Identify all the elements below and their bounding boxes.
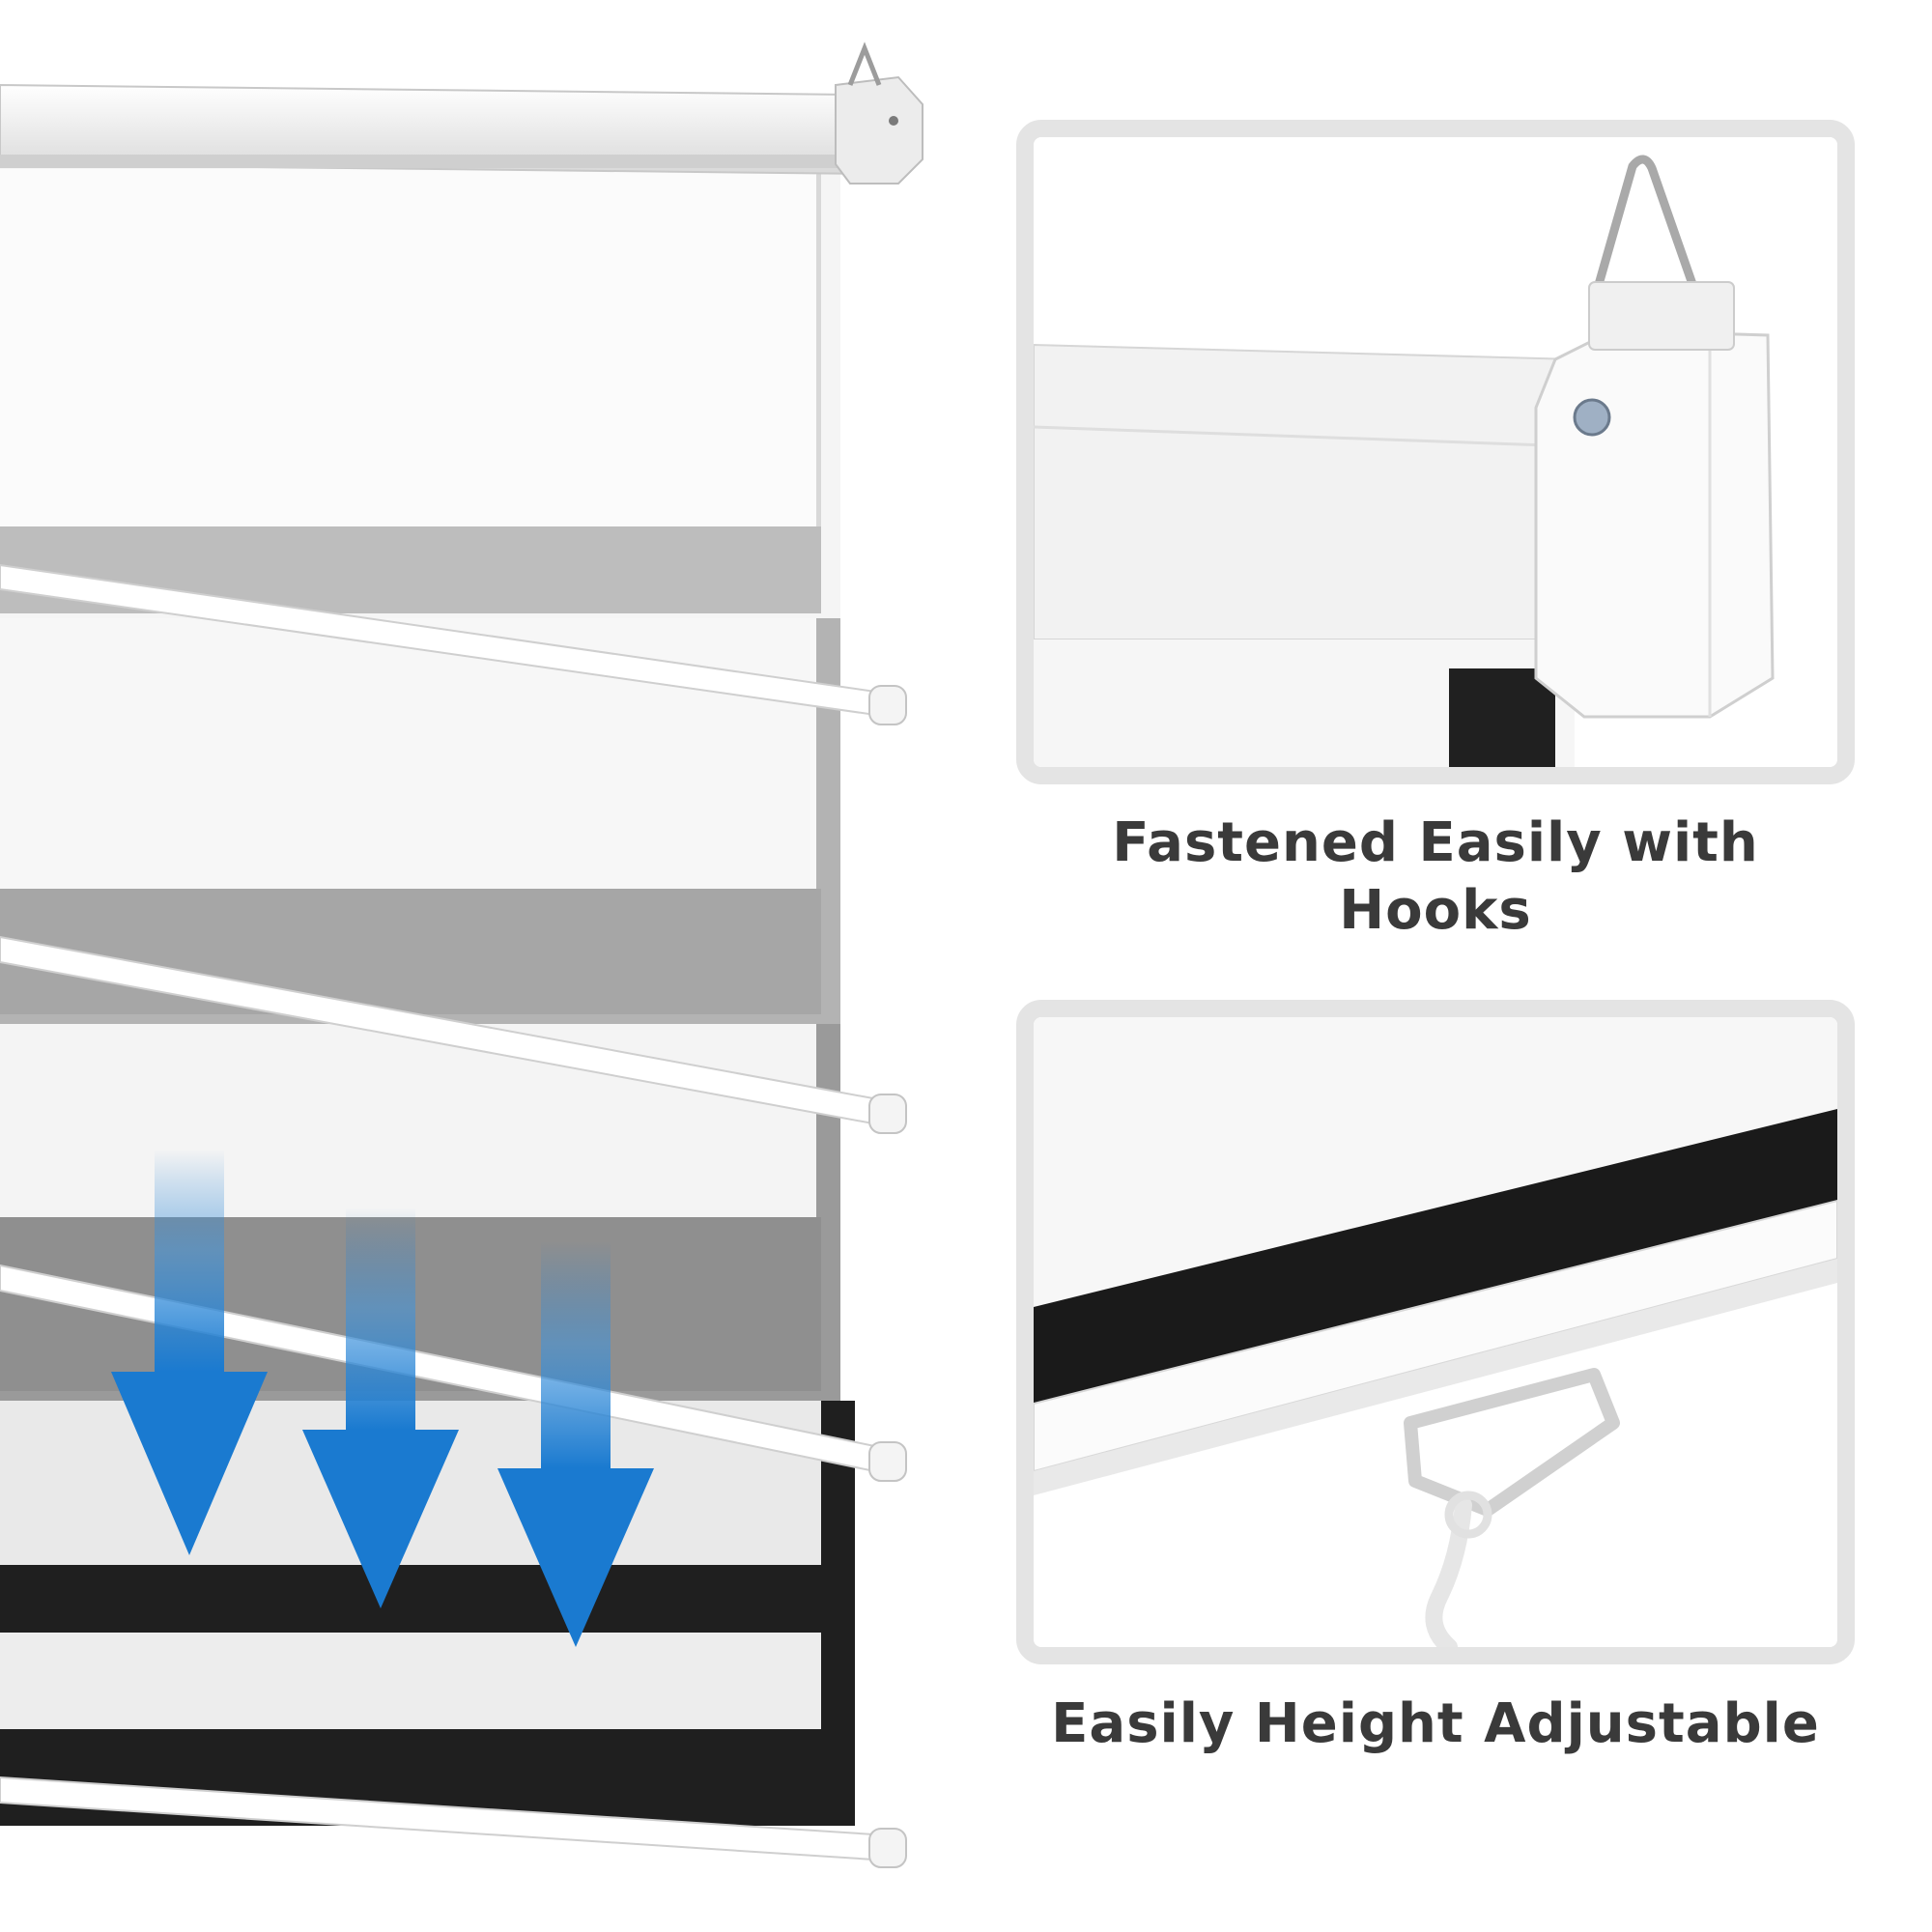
down-arrow-icon — [497, 1241, 654, 1647]
projector-screen-illustration — [0, 42, 923, 1868]
feature-caption-hooks: Fastened Easily with Hooks — [1112, 811, 1759, 942]
pull-cord-detail-image — [1034, 1017, 1837, 1647]
down-arrow-icon — [302, 1208, 459, 1608]
hook-detail-panel — [1016, 120, 1855, 784]
hook-mount-detail-image — [1034, 137, 1837, 767]
pull-cord-detail-panel — [1016, 1000, 1855, 1664]
feature-caption-height: Easily Height Adjustable — [1051, 1692, 1820, 1755]
down-arrow-icon — [111, 1150, 268, 1555]
